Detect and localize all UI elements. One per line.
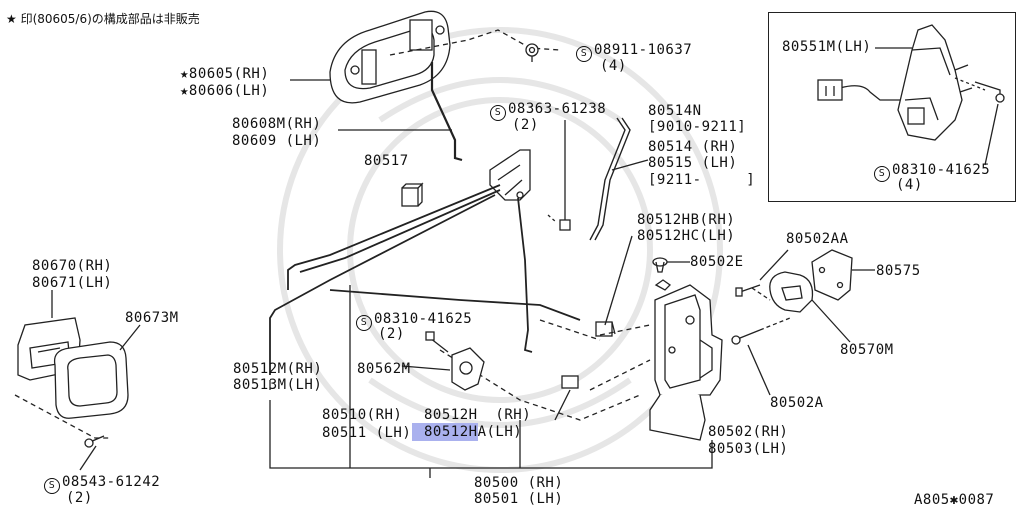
outside-handle-80605 <box>329 10 451 104</box>
leader-08911 <box>389 29 561 56</box>
label-80512m: 80512M(RH) <box>233 361 323 377</box>
rod-80512m-lower <box>299 189 501 273</box>
figure-code: A805✱0087 <box>914 492 995 508</box>
label-80609: 80609 (LH) <box>232 133 322 149</box>
label-08911-qty: (4) <box>600 58 627 74</box>
assembly-bracket-80500 <box>269 285 713 478</box>
screw-80502a <box>731 317 791 396</box>
label-80512hc: 80512HC(LH) <box>637 228 736 244</box>
label-08310-lower-number: 08310-41625 <box>374 311 473 327</box>
label-80514n-date: [9010-9211] <box>648 119 747 135</box>
label-08310-lower-qty: (2) <box>378 326 405 342</box>
label-80514n: 80514N <box>648 103 702 119</box>
striker-80570m <box>769 271 851 343</box>
label-08363-qty: (2) <box>512 117 539 133</box>
label-80515: 80515 (LH) <box>648 155 738 171</box>
escutcheon-80673m <box>53 324 141 419</box>
label-80510: 80510(RH) <box>322 407 403 423</box>
label-08310-inset-qty: (4) <box>896 177 923 193</box>
rod-80608m <box>430 62 463 162</box>
screw-symbol-icon: S <box>356 315 372 331</box>
leader-dashed-escutcheon <box>14 394 112 439</box>
rod-80514 <box>589 117 631 241</box>
inset-frame <box>768 12 1016 202</box>
key-cylinder-80562m <box>401 331 485 391</box>
label-80502e: 80502E <box>690 254 744 270</box>
clip-80512hb <box>595 235 633 337</box>
screw-symbol-icon: S <box>874 166 890 182</box>
label-80503: 80503(LH) <box>708 441 789 457</box>
label-80501: 80501 (LH) <box>474 491 564 507</box>
clip-80517 <box>401 182 424 207</box>
label-80512h: 80512H (RH) <box>424 407 532 423</box>
label-80575: 80575 <box>876 263 921 279</box>
rod-to-latch <box>329 289 581 321</box>
highlighted-part-number[interactable]: 80512H <box>412 423 478 441</box>
grommet-80502e <box>652 257 690 273</box>
screw-08543 <box>79 435 105 471</box>
note-not-for-sale: ★ 印(80605/6)の構成部品は非販売 <box>6 12 200 26</box>
door-lock-actuator-80502 <box>649 279 723 441</box>
label-80608m: 80608M(RH) <box>232 116 322 132</box>
shim-80575 <box>811 249 875 301</box>
rod-80512h <box>517 197 533 353</box>
label-80500: 80500 (RH) <box>474 475 564 491</box>
inset-lock-switch-80551m <box>817 24 1005 166</box>
screw-symbol-icon: S <box>490 105 506 121</box>
label-80562m: 80562M <box>357 361 411 377</box>
label-80512ha-suffix: A(LH) <box>477 424 523 440</box>
label-80673m: 80673M <box>125 310 179 326</box>
label-80502a: 80502A <box>770 395 824 411</box>
screw-80502aa <box>735 249 789 301</box>
label-80512ha: 80512HA(LH) <box>412 423 523 441</box>
rod-80512m <box>269 184 501 375</box>
label-08310-inset-number: 08310-41625 <box>892 162 991 178</box>
label-80606: ★80606(LH) <box>180 83 270 99</box>
screw-08363 <box>547 120 571 231</box>
label-08543-qty: (2) <box>66 490 93 506</box>
clip-80512h <box>554 375 579 421</box>
label-80513m: 80513M(LH) <box>233 377 323 393</box>
leader-80514 <box>611 159 649 171</box>
label-08363-number: 08363-61238 <box>508 101 607 117</box>
label-80515-date: [9211- ] <box>648 172 756 188</box>
label-80517: 80517 <box>364 153 409 169</box>
label-80502: 80502(RH) <box>708 424 789 440</box>
screw-symbol-icon: S <box>44 478 60 494</box>
label-08543-number: 08543-61242 <box>62 474 161 490</box>
label-80512hb: 80512HB(RH) <box>637 212 736 228</box>
nut-08911 <box>525 43 539 62</box>
label-80670: 80670(RH) <box>32 258 113 274</box>
label-80605: ★80605(RH) <box>180 66 270 82</box>
label-08911-number: 08911-10637 <box>594 42 693 58</box>
label-80502aa: 80502AA <box>786 231 849 247</box>
label-80551m: 80551M(LH) <box>782 39 872 55</box>
label-80511: 80511 (LH) <box>322 425 412 441</box>
label-80514: 80514 (RH) <box>648 139 738 155</box>
watermark-emblem <box>277 27 723 473</box>
label-80570m: 80570M <box>840 342 894 358</box>
label-80671: 80671(LH) <box>32 275 113 291</box>
screw-symbol-icon: S <box>576 46 592 62</box>
